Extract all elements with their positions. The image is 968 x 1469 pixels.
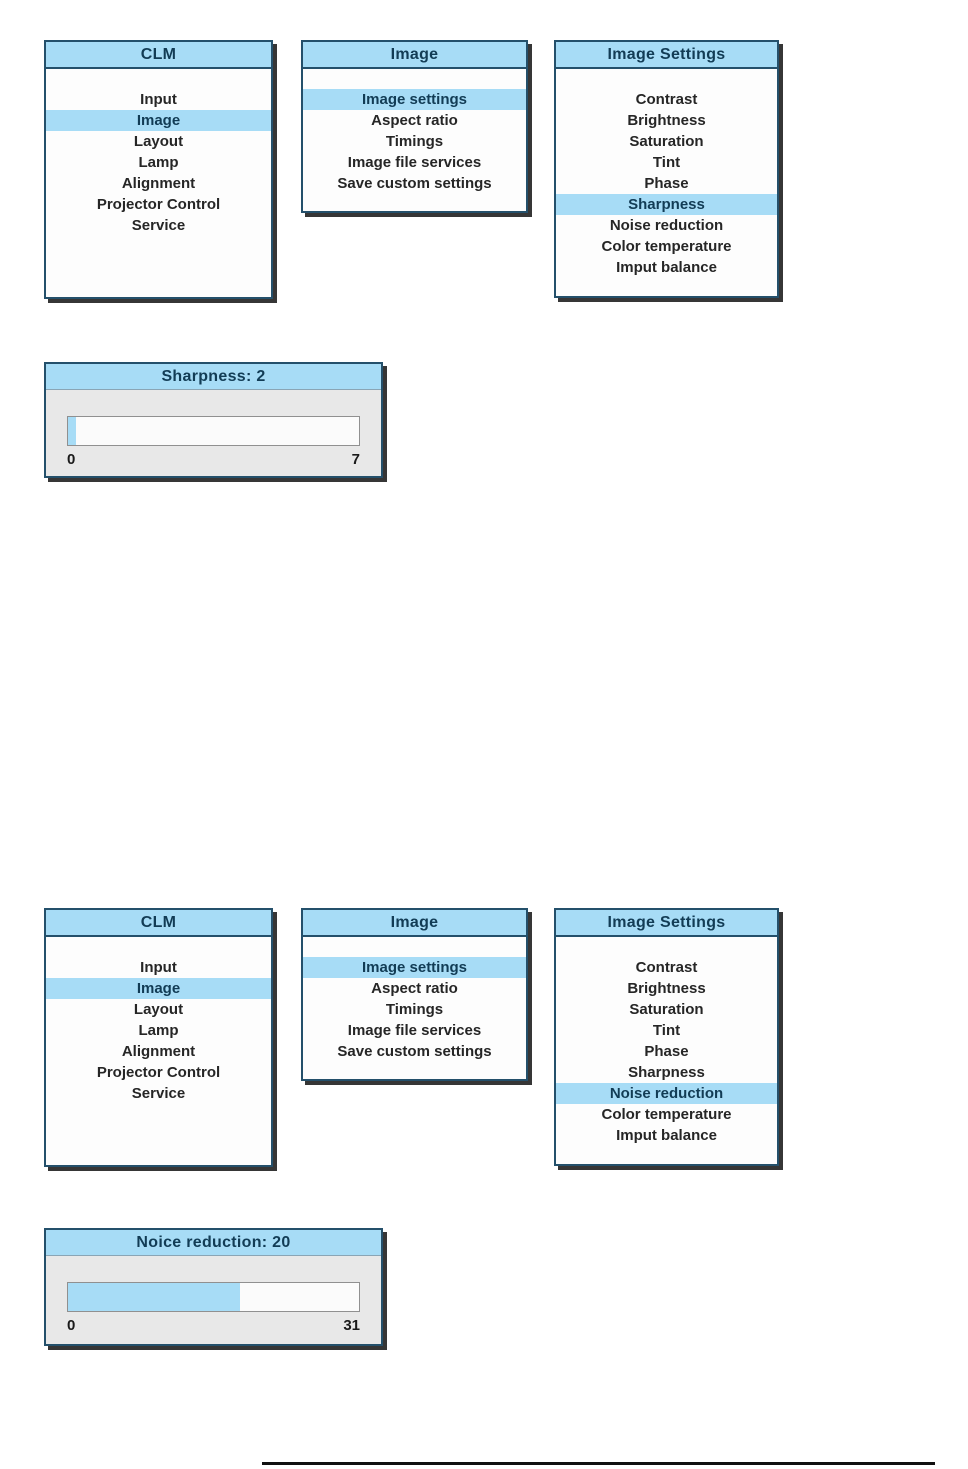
slider-track[interactable] [67, 416, 360, 446]
menu-title: CLM [46, 42, 271, 69]
menu-item[interactable]: Saturation [629, 1001, 704, 1018]
menu-item[interactable]: Noise reduction [556, 1083, 777, 1104]
menu-item[interactable]: Image file services [347, 154, 482, 171]
menu-item[interactable]: Brightness [627, 980, 706, 997]
menu-item[interactable]: Tint [652, 1022, 681, 1039]
menu-item[interactable]: Projector Control [96, 1064, 221, 1081]
noise-reduction-slider-dialog: Noice reduction: 20 0 31 [44, 1228, 383, 1346]
slider-body: 0 31 [46, 1256, 381, 1334]
menu-title: Image [303, 42, 526, 69]
slider-min-label: 0 [67, 1317, 76, 1334]
menu-item[interactable]: Layout [133, 1001, 184, 1018]
menu-item[interactable]: Brightness [627, 112, 706, 129]
menu-item[interactable]: Timings [385, 1001, 444, 1018]
menu-item[interactable]: Service [131, 217, 186, 234]
menu-item[interactable]: Image [46, 978, 271, 999]
menu-item[interactable]: Lamp [138, 154, 179, 171]
slider-track[interactable] [67, 1282, 360, 1312]
menu-item[interactable]: Sharpness [628, 1064, 705, 1081]
menu-title: CLM [46, 910, 271, 937]
menu-item[interactable]: Image settings [303, 89, 526, 110]
menu-item[interactable]: Image [46, 110, 271, 131]
slider-body: 0 7 [46, 390, 381, 468]
menu-item[interactable]: Aspect ratio [371, 112, 458, 129]
menu-item[interactable]: Phase [644, 1043, 689, 1060]
slider-scale: 0 31 [67, 1317, 360, 1334]
menu-item[interactable]: Contrast [635, 959, 698, 976]
slider-max-label: 31 [343, 1317, 360, 1334]
menu-item[interactable]: Save custom settings [337, 1043, 492, 1060]
menu-item[interactable]: Image settings [303, 957, 526, 978]
menu-item[interactable]: Sharpness [556, 194, 777, 215]
menu-item[interactable]: Tint [652, 154, 681, 171]
menu-item[interactable]: Saturation [629, 133, 704, 150]
menu-item[interactable]: Save custom settings [337, 175, 492, 192]
menu-item[interactable]: Color temperature [601, 1106, 732, 1123]
menu-title: Image Settings [556, 42, 777, 69]
menu-item[interactable]: Phase [644, 175, 689, 192]
slider-fill [68, 417, 76, 445]
menu-item[interactable]: Imput balance [616, 1127, 717, 1144]
menu-item[interactable]: Timings [385, 133, 444, 150]
footer-divider [262, 1462, 935, 1465]
menu-title: Image [303, 910, 526, 937]
slider-title: Noice reduction: 20 [46, 1230, 381, 1256]
slider-title: Sharpness: 2 [46, 364, 381, 390]
menu-item[interactable]: Service [131, 1085, 186, 1102]
menu-item[interactable]: Imput balance [616, 259, 717, 276]
menu-item[interactable]: Input [140, 959, 177, 976]
slider-scale: 0 7 [67, 451, 360, 468]
menu-item[interactable]: Aspect ratio [371, 980, 458, 997]
slider-min-label: 0 [67, 451, 76, 468]
slider-fill [68, 1283, 240, 1311]
menu-item[interactable]: Alignment [121, 1043, 196, 1060]
menu-item[interactable]: Input [140, 91, 177, 108]
sharpness-slider-dialog: Sharpness: 2 0 7 [44, 362, 383, 478]
menu-item[interactable]: Alignment [121, 175, 196, 192]
slider-max-label: 7 [351, 451, 360, 468]
menu-item[interactable]: Projector Control [96, 196, 221, 213]
menu-item[interactable]: Contrast [635, 91, 698, 108]
menu-item[interactable]: Layout [133, 133, 184, 150]
menu-item[interactable]: Color temperature [601, 238, 732, 255]
menu-item[interactable]: Image file services [347, 1022, 482, 1039]
menu-item[interactable]: Noise reduction [609, 217, 724, 234]
menu-item[interactable]: Lamp [138, 1022, 179, 1039]
menu-title: Image Settings [556, 910, 777, 937]
